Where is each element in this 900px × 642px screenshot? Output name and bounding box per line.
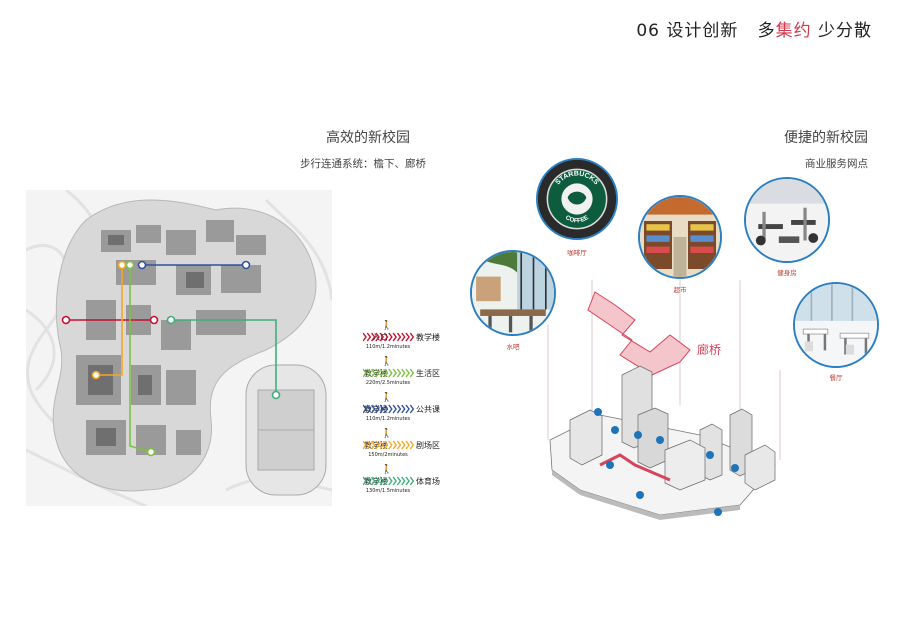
route-from: 教学楼 xyxy=(364,405,388,414)
axonometric-building-diagram xyxy=(547,280,781,520)
route-chevron-icon xyxy=(363,440,415,450)
route-row: 入口 🚶 教学楼 110m/1.2minutes xyxy=(328,321,478,356)
route-meta: 130m/1.5minutes xyxy=(365,488,411,494)
right-section-title: 便捷的新校园 xyxy=(784,130,868,146)
page-title: 06 设计创新 多集约 少分散 xyxy=(636,16,872,41)
route-meta: 220m/2.5minutes xyxy=(365,380,411,386)
supermarket-icon xyxy=(640,197,720,277)
route-meta: 150m/2minutes xyxy=(368,452,408,458)
coffee-logo-icon: STARBUCKS COFFEE xyxy=(538,160,616,238)
route-row: 教学楼 🚶 生活区 220m/2.5minutes xyxy=(328,357,478,392)
route-from: 教学楼 xyxy=(364,441,388,450)
title-accent: 集约 xyxy=(775,21,812,41)
route-to: 公共课 xyxy=(416,405,440,414)
route-meta: 110m/1.2minutes xyxy=(365,344,411,350)
route-chevron-icon xyxy=(363,332,415,342)
route-row: 教学楼 🚶 剧场区 150m/2minutes xyxy=(328,429,478,464)
campus-site-plan xyxy=(26,190,332,506)
caption-coffee: 咖啡厅 xyxy=(567,249,587,257)
route-meta: 110m/1.2minutes xyxy=(365,416,411,422)
title-prefix: 06 设计创新 xyxy=(636,21,739,41)
right-section-subtitle: 商业服务网点 xyxy=(805,158,868,170)
gym-icon xyxy=(746,179,828,261)
route-to: 教学楼 xyxy=(416,333,440,342)
route-chevron-icon xyxy=(363,404,415,414)
route-from: 教学楼 xyxy=(364,477,388,486)
coffee-shop-photo: STARBUCKS COFFEE xyxy=(536,158,618,240)
walking-person-icon: 🚶 xyxy=(381,465,393,475)
left-section-title: 高效的新校园 xyxy=(326,130,410,146)
walking-person-icon: 🚶 xyxy=(381,321,393,331)
title-part2: 少分散 xyxy=(818,21,872,41)
route-from: 教学楼 xyxy=(364,369,388,378)
route-row: 教学楼 🚶 体育场 130m/1.5minutes xyxy=(328,465,478,500)
caption-gym: 健身房 xyxy=(777,269,797,277)
caption-water-bar: 水吧 xyxy=(506,343,520,351)
walking-person-icon: 🚶 xyxy=(381,393,393,403)
route-to: 生活区 xyxy=(416,369,440,378)
walking-person-icon: 🚶 xyxy=(381,429,393,439)
restaurant-photo xyxy=(793,282,879,368)
route-to: 剧场区 xyxy=(416,441,440,450)
coffee-logo-bottom-text: COFFEE xyxy=(564,214,590,224)
svg-text:COFFEE: COFFEE xyxy=(564,214,590,224)
route-row: 教学楼 🚶 公共课 110m/1.2minutes xyxy=(328,393,478,428)
title-part1: 多 xyxy=(757,21,776,41)
route-from: 入口 xyxy=(372,333,388,342)
left-section-subtitle: 步行连通系统：檐下、廊桥 xyxy=(300,158,426,170)
route-to: 体育场 xyxy=(416,477,440,486)
bridge-label: 廊桥 xyxy=(697,343,722,357)
restaurant-icon xyxy=(795,284,877,366)
route-chevron-icon xyxy=(363,476,415,486)
route-chevron-icon xyxy=(363,368,415,378)
walking-person-icon: 🚶 xyxy=(381,357,393,367)
supermarket-photo xyxy=(638,195,722,279)
caption-restaurant: 餐厅 xyxy=(829,374,843,382)
gym-photo xyxy=(744,177,830,263)
